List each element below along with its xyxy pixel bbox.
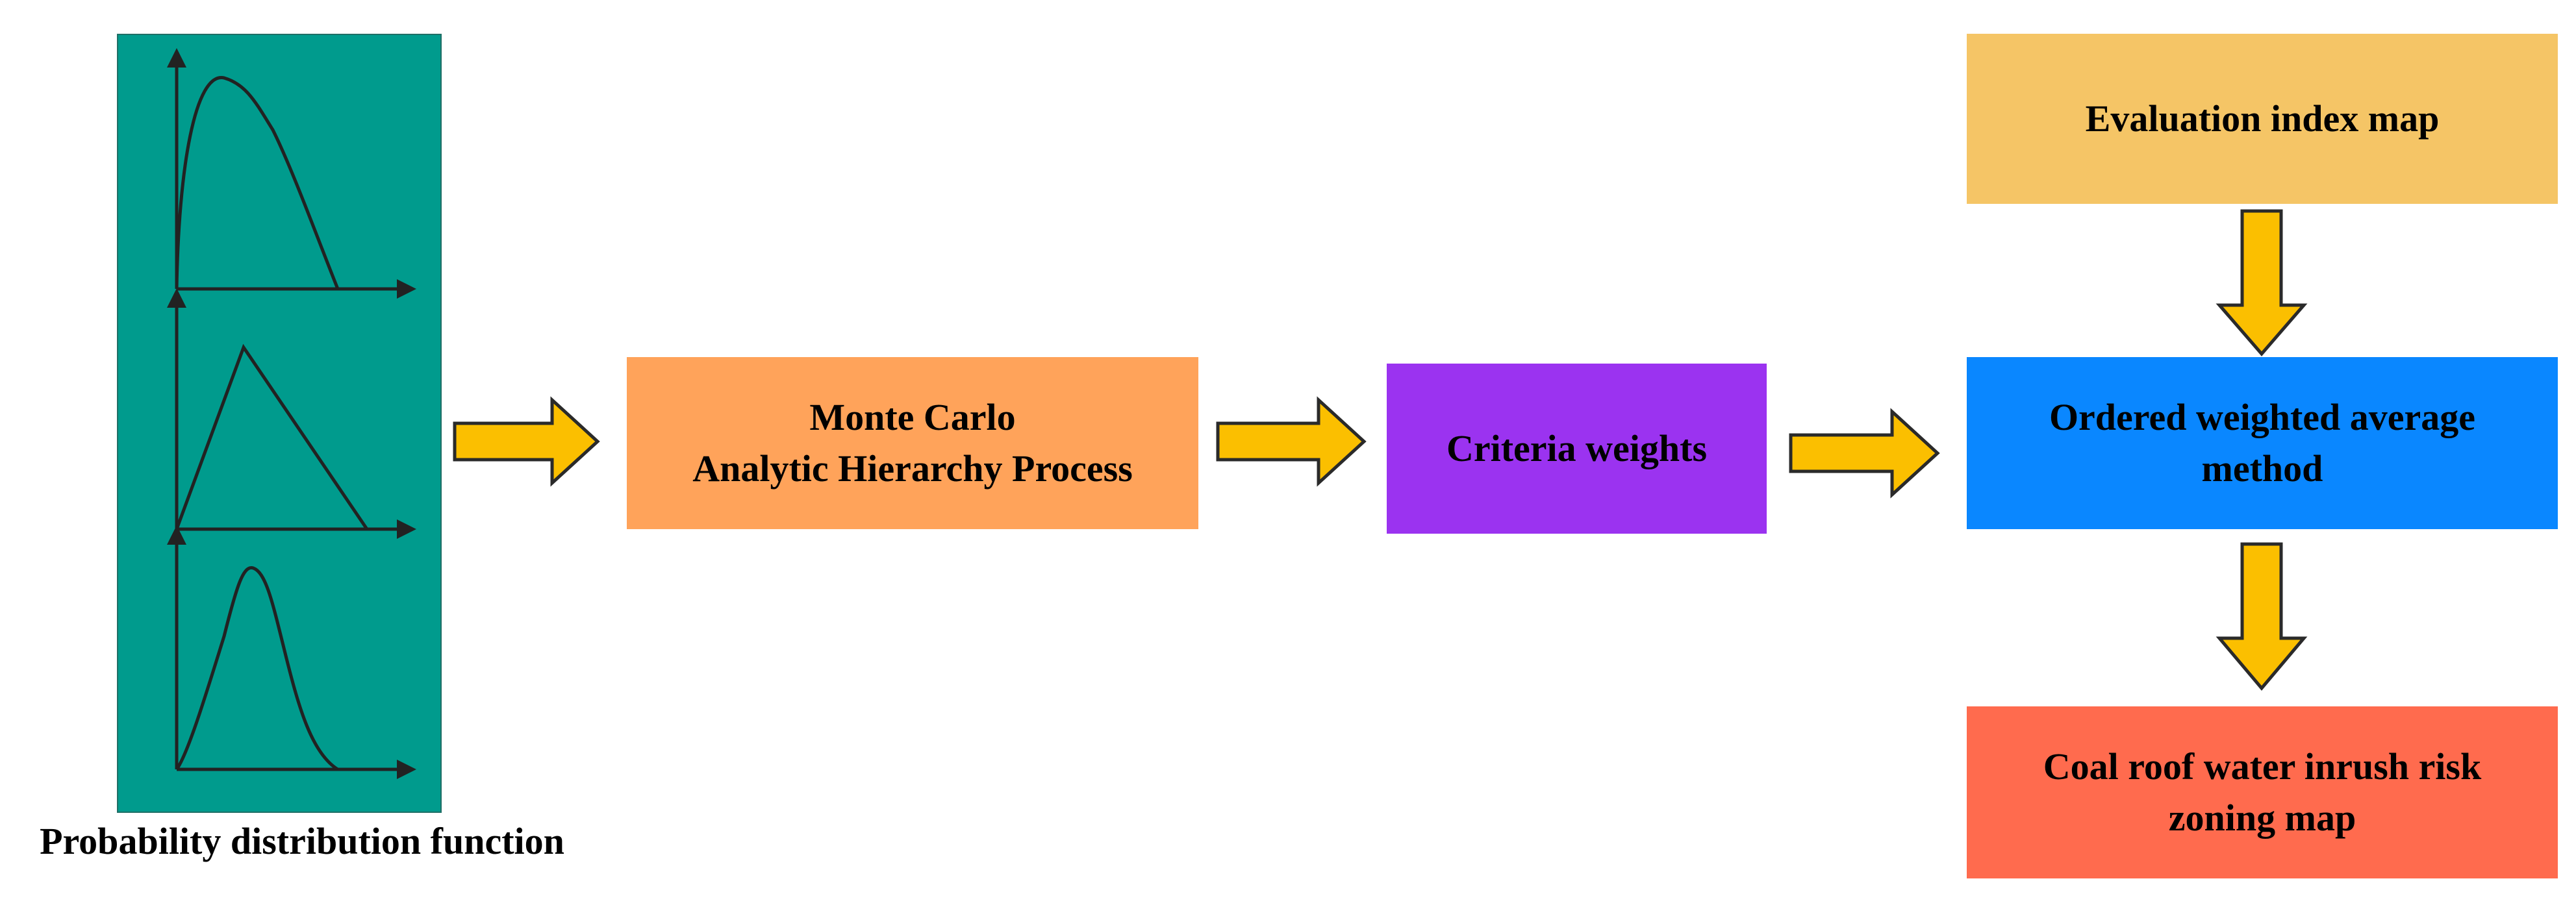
ordered-weighted-average-label: Ordered weighted average (2049, 396, 2476, 439)
probability-distribution-caption: Probability distribution function (40, 820, 564, 862)
block-arrow-icon (1789, 408, 1940, 499)
evaluation-index-map-label: Evaluation index map (2085, 97, 2440, 140)
block-arrow-icon (453, 396, 600, 487)
ordered-weighted-average-box: Ordered weighted average method (1967, 357, 2558, 529)
evaluation-index-map-box: Evaluation index map (1967, 34, 2558, 204)
block-arrow-icon (1216, 396, 1367, 487)
block-arrow-icon (2216, 542, 2308, 691)
method-label: method (2201, 447, 2323, 490)
distribution-curve-icon (167, 288, 416, 539)
coal-roof-water-inrush-label: Coal roof water inrush risk (2043, 745, 2482, 788)
zoning-map-label: zoning map (2168, 796, 2356, 839)
plot3-curve (175, 566, 339, 771)
analytic-hierarchy-process-label: Analytic Hierarchy Process (692, 447, 1133, 490)
criteria-weights-label: Criteria weights (1446, 427, 1708, 469)
block-arrow-icon (2216, 209, 2308, 356)
distribution-curve-icon (167, 48, 416, 299)
plot1-curve (175, 76, 340, 290)
probability-distribution-panel (117, 34, 442, 813)
coal-roof-risk-map-box: Coal roof water inrush risk zoning map (1967, 706, 2558, 878)
monte-carlo-label: Monte Carlo (809, 396, 1016, 439)
distribution-curve-icon (167, 525, 416, 779)
criteria-weights-box: Criteria weights (1387, 364, 1767, 534)
monte-carlo-ahp-box: Monte Carlo Analytic Hierarchy Process (627, 357, 1198, 529)
plot2-curve (175, 343, 369, 530)
